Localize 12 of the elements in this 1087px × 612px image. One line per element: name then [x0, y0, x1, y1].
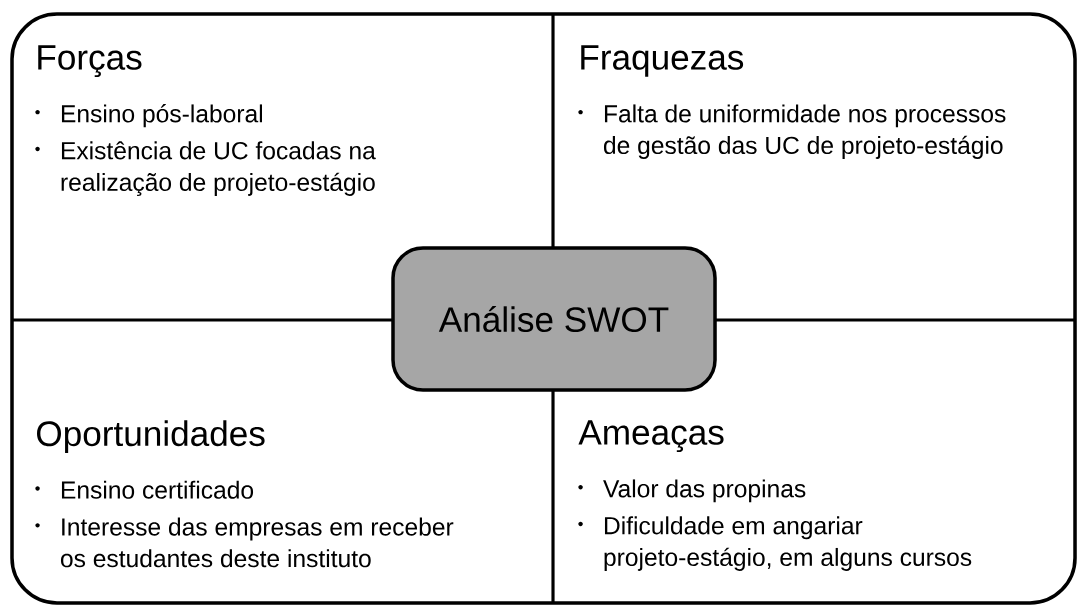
bullet-item: Dificuldade em angariar projeto-estágio, em alguns cursos [578, 516, 972, 571]
center-box: Análise SWOT [391, 246, 717, 392]
bullet-item: Ensino certificado [35, 480, 254, 499]
bullet-item: Ensino pós-laboral [35, 104, 263, 128]
bullet-item: Existência de UC focadas na realização de projeto-estágio [35, 141, 376, 196]
quadrant-heading: Oportunidades [37, 420, 265, 454]
quadrant-heading: Forças [38, 45, 142, 77]
bullet-item: Interesse das empresas em receber os estudantes deste instituto [35, 517, 454, 568]
quadrant-heading: Ameaças [578, 420, 724, 452]
bullet-item: Valor das propinas [578, 479, 806, 503]
bullet-item: Falta de uniformidade nos processos de gestão das UC de projeto-estágio [578, 104, 1006, 159]
quadrant-heading: Fraquezas [581, 45, 744, 77]
